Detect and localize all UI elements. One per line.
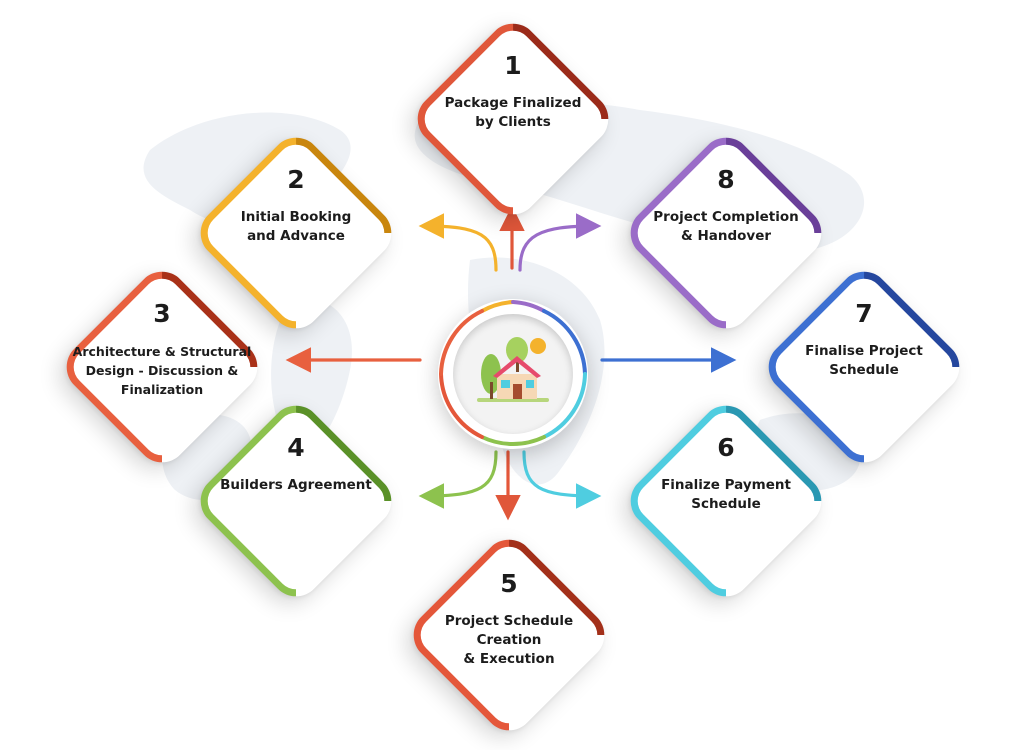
step-6-label: Finalize Payment Schedule xyxy=(661,477,791,512)
step-4-label: Builders Agreement xyxy=(220,477,372,493)
step-4-diamond xyxy=(189,394,403,608)
step-8-number: 8 xyxy=(717,165,735,194)
hub xyxy=(438,299,588,449)
step-6-card: 6 Finalize Payment Schedule xyxy=(611,386,841,616)
hub-inner xyxy=(453,314,573,434)
arrow-to-step-6 xyxy=(522,450,602,509)
arrow-to-step-2 xyxy=(418,213,498,272)
step-3-label: Architecture & Structural Design - Discu… xyxy=(72,344,252,397)
step-1-label: Package Finalized by Clients xyxy=(444,95,582,130)
step-8-label: Project Completion & Handover xyxy=(653,209,799,244)
step-6-number: 6 xyxy=(717,433,735,462)
step-5-number: 5 xyxy=(500,569,518,598)
process-diagram: 1 Package Finalized by Clients 2 Initial… xyxy=(47,4,979,742)
arrow-to-step-8 xyxy=(518,213,602,272)
step-4-card: 4 Builders Agreement xyxy=(181,386,411,616)
step-5-label: Project Schedule Creation & Execution xyxy=(444,613,574,667)
step-1-card: 1 Package Finalized by Clients xyxy=(398,4,628,234)
step-8-card: 8 Project Completion & Handover xyxy=(611,118,841,348)
connector-arrows xyxy=(285,205,737,521)
step-3-number: 3 xyxy=(153,299,171,328)
step-3-card: 3 Architecture & Structural Design - Dis… xyxy=(47,252,277,482)
step-2-card: 2 Initial Booking and Advance xyxy=(181,118,411,348)
house-with-trees-icon xyxy=(477,337,549,402)
step-7-number: 7 xyxy=(855,299,873,328)
step-7-card: 7 Finalise Project Schedule xyxy=(749,252,979,482)
step-4-number: 4 xyxy=(287,433,305,462)
hub-ring xyxy=(439,300,587,447)
step-5-card: 5 Project Schedule Creation & Execution xyxy=(394,520,624,750)
step-7-label: Finalise Project Schedule xyxy=(805,343,923,378)
arrow-to-step-4 xyxy=(418,450,498,509)
step-2-label: Initial Booking and Advance xyxy=(240,209,352,244)
step-1-number: 1 xyxy=(504,51,522,80)
step-2-number: 2 xyxy=(287,165,305,194)
